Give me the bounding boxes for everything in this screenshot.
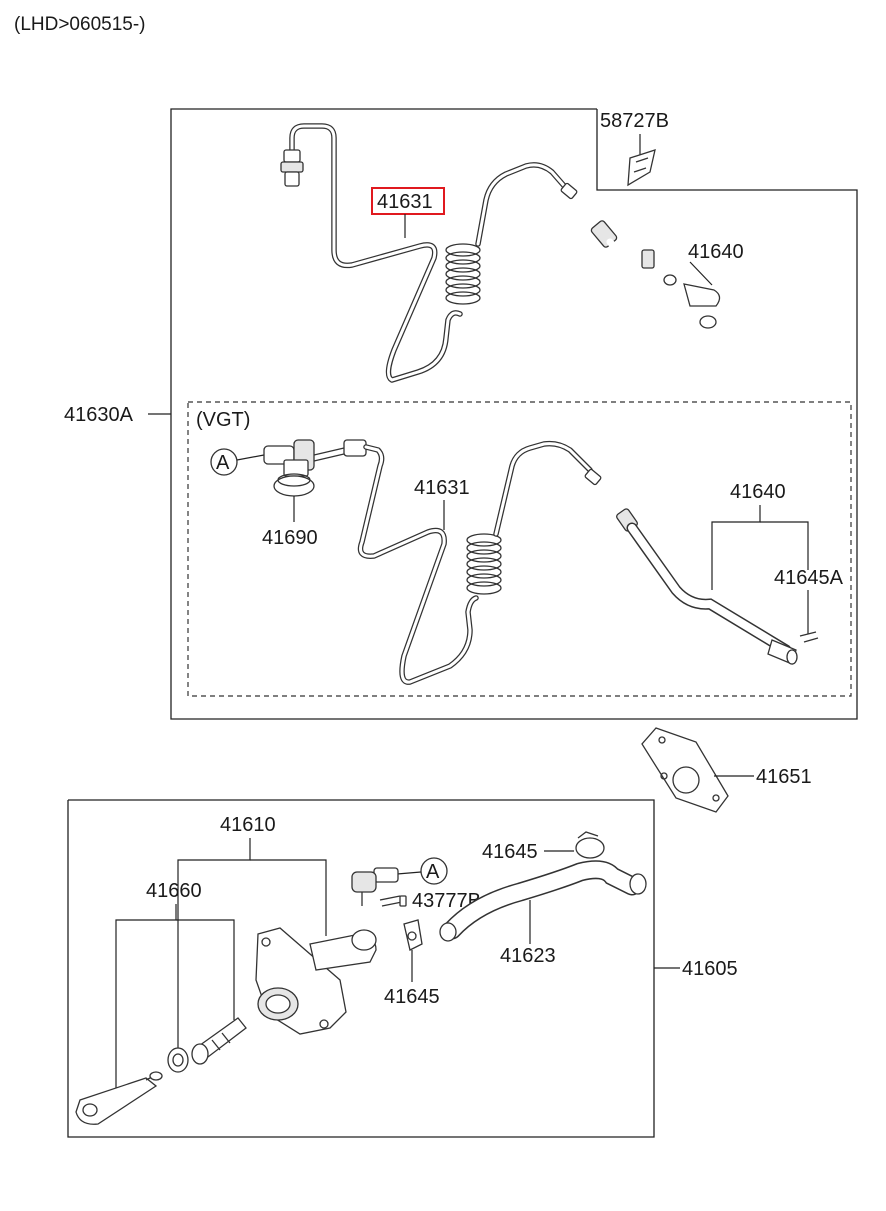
label-41610[interactable]: 41610	[220, 814, 276, 836]
label-41651[interactable]: 41651	[756, 766, 812, 788]
pipe-coil-vgt	[466, 533, 502, 595]
leader-41660-right	[176, 919, 235, 1020]
upper-group-frame	[170, 108, 858, 720]
ref-marker-a-lower[interactable]: A	[426, 861, 440, 883]
label-41631-upper[interactable]: 41631	[377, 191, 433, 213]
pipe-41631-vgt	[357, 440, 602, 685]
hose-41640-upper	[590, 220, 721, 329]
connector-41690	[263, 439, 367, 497]
leader-41640-vgt-branch	[760, 521, 809, 570]
leader-ref-a-lower	[396, 871, 422, 875]
leader-41640-vgt	[711, 505, 761, 590]
leader-41610-left	[177, 838, 251, 1050]
highlight-box	[371, 187, 445, 215]
pin-43777b	[379, 895, 407, 907]
clamp-41645-top	[575, 831, 605, 859]
leader-41610-right	[250, 859, 327, 936]
label-41631-vgt[interactable]: 41631	[414, 477, 470, 499]
leader-ref-a-vgt	[236, 454, 265, 461]
label-41645-top[interactable]: 41645	[482, 841, 538, 863]
ref-marker-a-circle-lower	[420, 857, 448, 885]
hose-41640-vgt	[616, 508, 798, 665]
ref-marker-a-vgt[interactable]: A	[216, 452, 230, 474]
lower-group-frame	[67, 799, 655, 1138]
leader-41660-left	[115, 904, 177, 1090]
vgt-title: (VGT)	[196, 409, 250, 431]
clutch-cylinder-41610	[255, 927, 377, 1035]
label-41623[interactable]: 41623	[500, 945, 556, 967]
label-41645a[interactable]: 41645A	[774, 567, 844, 589]
label-41605[interactable]: 41605	[682, 958, 738, 980]
pipe-coil-upper	[445, 243, 481, 305]
label-41645-bottom[interactable]: 41645	[384, 986, 440, 1008]
leader-41640-upper	[689, 261, 713, 286]
label-41690[interactable]: 41690	[262, 527, 318, 549]
ref-marker-a-circle-vgt	[210, 448, 238, 476]
pipe-fitting-upper	[280, 149, 304, 187]
label-41630a: 41630A	[64, 404, 134, 426]
hose-41623	[439, 860, 647, 942]
label-43777b[interactable]: 43777B	[412, 890, 481, 912]
vgt-subgroup-frame	[187, 401, 852, 697]
pushrod	[75, 1071, 163, 1125]
gasket-41651	[641, 727, 729, 813]
clamp-41645-bottom	[403, 919, 423, 951]
label-41640-upper[interactable]: 41640	[688, 241, 744, 263]
applicability-note: (LHD>060515-)	[14, 14, 146, 35]
bracket-58727b	[627, 149, 656, 187]
label-41660[interactable]: 41660	[146, 880, 202, 902]
clip-41645a	[799, 631, 819, 643]
connector-fitting-lower	[351, 867, 399, 906]
pipe-41631-upper	[280, 123, 578, 383]
label-58727b[interactable]: 58727B	[600, 110, 669, 132]
label-41640-vgt[interactable]: 41640	[730, 481, 786, 503]
boot-41660	[167, 1017, 247, 1073]
